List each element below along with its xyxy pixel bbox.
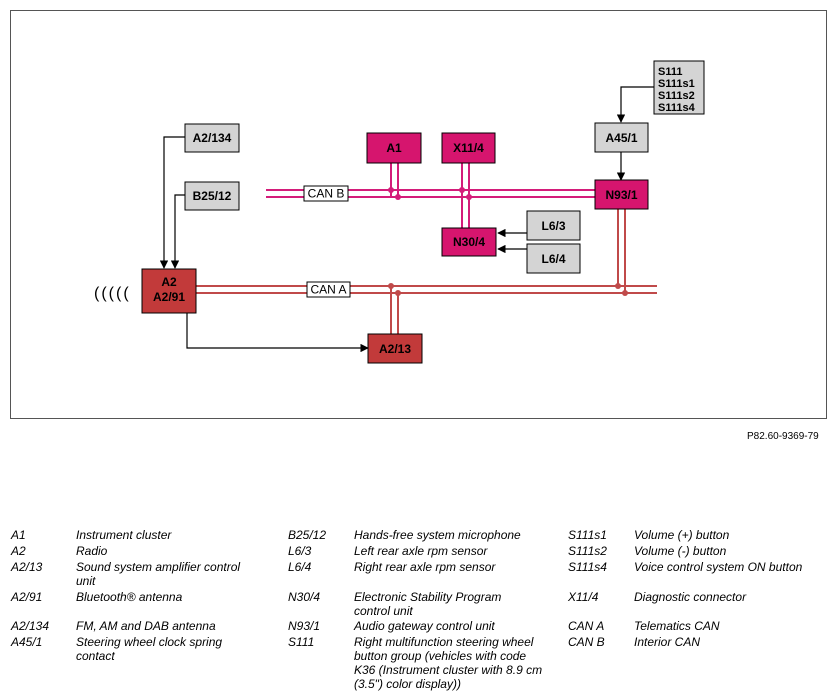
component-a1: A1 bbox=[366, 132, 422, 164]
component-n30-4: N30/4 bbox=[441, 227, 497, 257]
can-b-label: CAN B bbox=[308, 187, 345, 201]
svg-text:B25/12: B25/12 bbox=[193, 189, 232, 203]
svg-text:X11/4: X11/4 bbox=[453, 141, 484, 155]
can-a-label-box bbox=[306, 281, 351, 298]
svg-text:A45/1: A45/1 bbox=[605, 131, 637, 145]
component-l6-3: L6/3 bbox=[526, 210, 581, 241]
svg-text:A2/91: A2/91 bbox=[153, 290, 185, 304]
component-n93-1: N93/1 bbox=[594, 179, 649, 210]
svg-text:A2/134: A2/134 bbox=[193, 131, 232, 145]
svg-text:S111s1: S111s1 bbox=[658, 78, 695, 90]
can-a-junctions bbox=[388, 283, 628, 296]
component-a2-a2-91: A2 A2/91 bbox=[141, 268, 197, 314]
component-a45-1: A45/1 bbox=[594, 122, 649, 153]
svg-text:N30/4: N30/4 bbox=[453, 235, 485, 249]
svg-text:A2: A2 bbox=[161, 275, 177, 289]
svg-text:L6/3: L6/3 bbox=[541, 219, 565, 233]
svg-text:S111s2: S111s2 bbox=[658, 90, 695, 102]
svg-text:S111s4: S111s4 bbox=[658, 102, 696, 114]
component-b25-12: B25/12 bbox=[184, 181, 240, 211]
component-x11-4: X11/4 bbox=[441, 132, 496, 164]
can-a-label: CAN A bbox=[310, 283, 346, 297]
can-b-label-box bbox=[303, 185, 349, 202]
svg-text:A2/13: A2/13 bbox=[379, 342, 411, 356]
can-b-junctions bbox=[388, 187, 472, 200]
antenna-waves-icon: ((((( bbox=[94, 285, 131, 302]
svg-text:A1: A1 bbox=[386, 141, 402, 155]
figure-reference: P82.60-9369-79 bbox=[747, 431, 819, 442]
network-diagram: CAN B CAN A A2/134 B25/12 S111 S111s1 S1… bbox=[94, 60, 705, 364]
svg-text:L6/4: L6/4 bbox=[541, 252, 565, 266]
can-a-bus bbox=[196, 209, 657, 334]
component-s111-group: S111 S111s1 S111s2 S111s4 bbox=[653, 60, 705, 115]
component-a2-134: A2/134 bbox=[184, 123, 240, 153]
svg-text:N93/1: N93/1 bbox=[605, 188, 637, 202]
svg-text:S111: S111 bbox=[658, 66, 682, 78]
component-a2-13: A2/13 bbox=[367, 333, 423, 364]
diagram-frame bbox=[10, 10, 827, 419]
component-l6-4: L6/4 bbox=[526, 243, 581, 274]
signal-lines bbox=[159, 86, 654, 353]
